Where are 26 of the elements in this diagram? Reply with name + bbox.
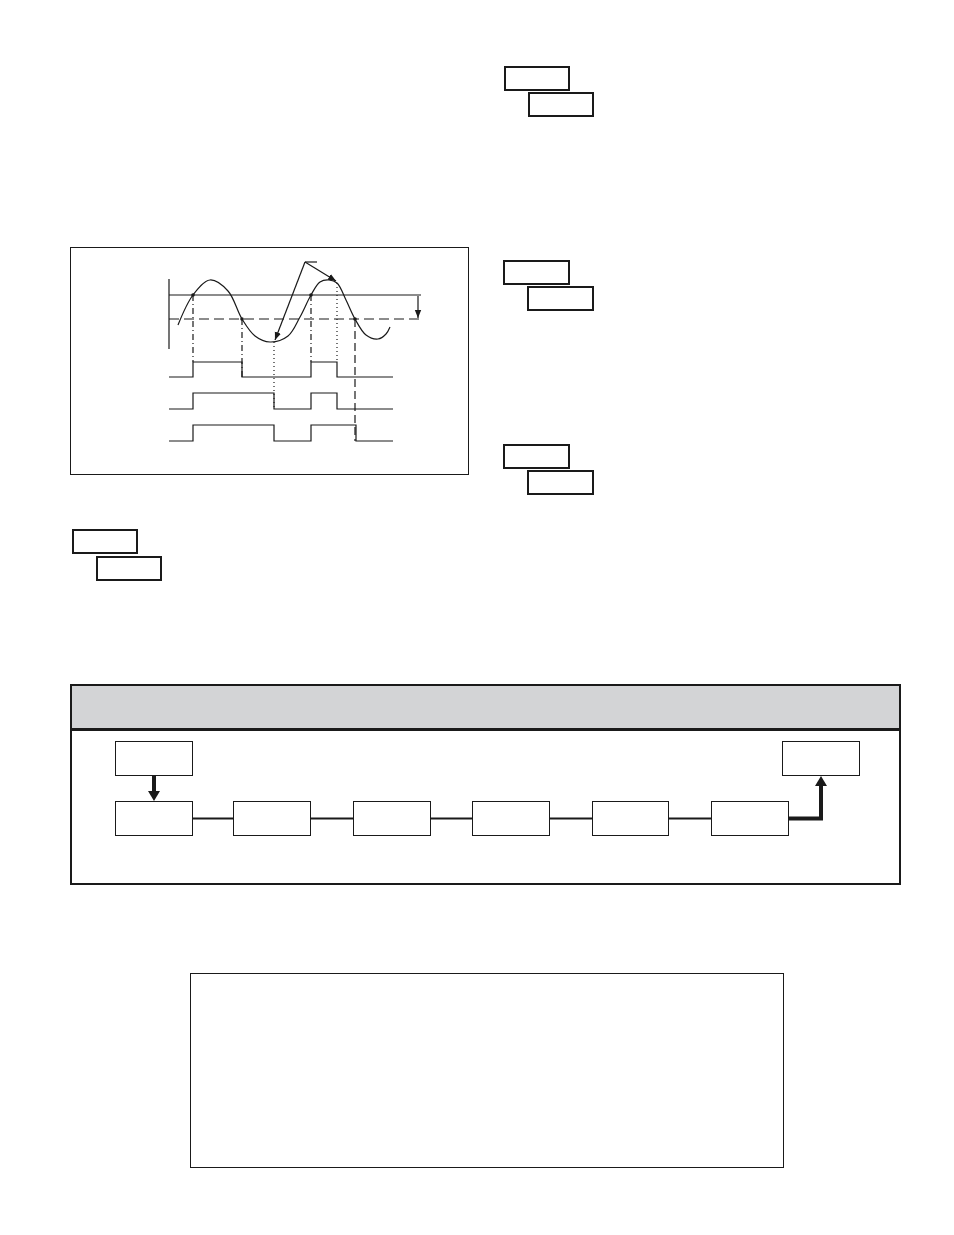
- flow-box: [592, 801, 669, 836]
- display-box: [527, 470, 594, 495]
- display-box: [96, 556, 162, 581]
- display-box: [527, 286, 594, 311]
- flow-box: [472, 801, 550, 836]
- empty-frame: [190, 973, 784, 1168]
- figure-frame: [70, 247, 469, 475]
- menu-panel: [70, 684, 901, 885]
- arrow: [789, 776, 827, 821]
- arrow: [148, 776, 160, 801]
- connector-line: [310, 817, 354, 820]
- display-box: [528, 92, 594, 117]
- connector-line: [668, 817, 712, 820]
- display-box: [504, 66, 570, 91]
- connector-line: [430, 817, 473, 820]
- flow-box: [353, 801, 431, 836]
- flow-box: [115, 741, 193, 776]
- connector-line: [192, 817, 234, 820]
- flow-box: [782, 741, 860, 776]
- connector-line: [549, 817, 593, 820]
- flow-box: [233, 801, 311, 836]
- display-box: [72, 529, 138, 554]
- flow-box: [115, 801, 193, 836]
- display-box: [503, 260, 570, 285]
- flow-box: [711, 801, 789, 836]
- display-box: [503, 444, 570, 469]
